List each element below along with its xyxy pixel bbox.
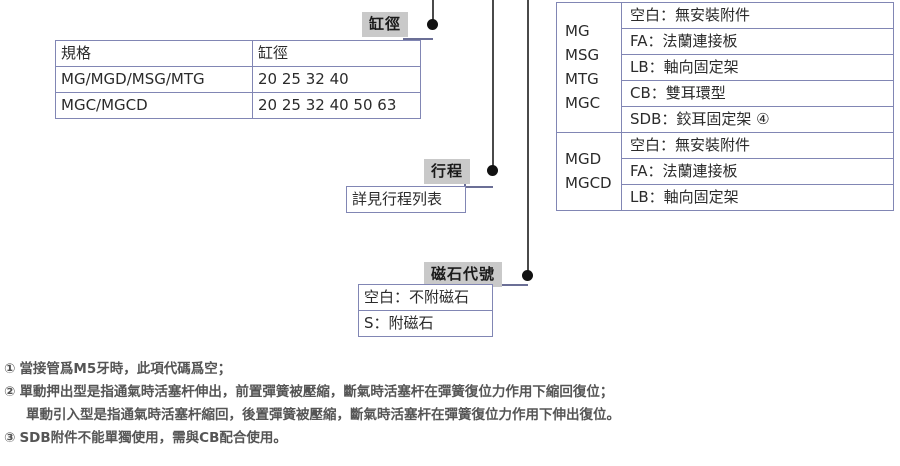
connector-line-magnet: [527, 20, 529, 275]
callout-badge-stroke: 行程: [424, 159, 471, 184]
connector-elbow-stroke: [464, 186, 493, 188]
connector-dot-stroke: [487, 165, 498, 176]
accessory-option: 空白：無安裝附件: [621, 132, 894, 159]
table-row: MG/MGD/MSG/MTG 20 25 32 40: [55, 66, 421, 93]
magnet-code-table: 空白：不附磁石 S：附磁石: [358, 284, 493, 337]
table-row: MGD MGCD 空白：無安裝附件: [556, 132, 894, 211]
connector-drop-stroke: [464, 182, 466, 187]
bore-cell-model-2: MGC/MGCD: [55, 92, 253, 119]
accessory-option: LB：軸向固定架: [621, 54, 894, 81]
accessory-option-table: MG MSG MTG MGC 空白：無安裝附件 FA：法蘭連接板 LB：軸向固定…: [556, 2, 894, 211]
connector-line-bore: [432, 0, 434, 20]
footnote-text: SDB附件不能單獨使用，需與CB配合使用。: [19, 430, 287, 446]
accessory-option: 空白：無安裝附件: [621, 2, 894, 29]
connector-dot-bore: [427, 19, 438, 30]
accessory-option: SDB：鉸耳固定架 ④: [621, 106, 894, 133]
connector-dot-magnet: [522, 270, 533, 281]
accessory-group-models-2: MGD MGCD: [556, 132, 622, 211]
accessory-option: CB：雙耳環型: [621, 80, 894, 107]
magnet-cell-blank: 空白：不附磁石: [358, 284, 493, 311]
accessory-option: FA：法蘭連接板: [621, 158, 894, 185]
connector-elbow-bore: [403, 38, 433, 40]
connector-line-stroke: [492, 20, 494, 170]
table-row: 空白：不附磁石: [358, 284, 493, 311]
table-row: 詳見行程列表: [346, 186, 466, 213]
callout-badge-magnet: 磁石代號: [424, 262, 503, 287]
table-row: LB：軸向固定架: [557, 184, 894, 211]
table-row: SDB：鉸耳固定架 ④: [557, 106, 894, 133]
table-row: CB：雙耳環型: [557, 80, 894, 107]
footnote-marker: ③: [4, 430, 16, 446]
model-name: MSG: [565, 46, 600, 64]
table-row: FA：法蘭連接板: [557, 158, 894, 185]
table-row: 規格 缸徑: [55, 40, 421, 67]
magnet-cell-s: S：附磁石: [358, 310, 493, 337]
accessory-group-models-1: MG MSG MTG MGC: [556, 2, 622, 133]
model-name: MGD: [565, 150, 602, 168]
footnote-text: 單動引入型是指通氣時活塞杆縮回，後置彈簧被壓縮，斷氣時活塞杆在彈簧復位力作用下伸…: [26, 407, 620, 423]
accessory-option: LB：軸向固定架: [621, 184, 894, 211]
stroke-table: 詳見行程列表: [346, 186, 466, 213]
table-row: MG MSG MTG MGC 空白：無安裝附件: [556, 2, 894, 133]
model-name: MG: [565, 22, 590, 40]
bore-header-bore: 缸徑: [252, 40, 421, 67]
footnote-text: 當接管爲M5牙時，此項代碼爲空；: [19, 361, 232, 377]
bore-header-spec: 規格: [55, 40, 253, 67]
bore-cell-sizes-2: 20 25 32 40 50 63: [252, 92, 421, 119]
table-row: S：附磁石: [358, 310, 493, 337]
model-name: MGC: [565, 94, 601, 112]
connector-line-accessory-b: [527, 0, 529, 20]
bore-cell-sizes-1: 20 25 32 40: [252, 66, 421, 93]
table-row: MGC/MGCD 20 25 32 40 50 63: [55, 92, 421, 119]
accessory-option: FA：法蘭連接板: [621, 28, 894, 55]
bore-cell-model-1: MG/MGD/MSG/MTG: [55, 66, 253, 93]
model-name: MGCD: [565, 174, 612, 192]
footnote-text: 單動押出型是指通氣時活塞杆伸出，前置彈簧被壓縮，斷氣時活塞杆在彈簧復位力作用下縮…: [19, 384, 614, 400]
connector-elbow-magnet: [491, 284, 528, 286]
table-row: LB：軸向固定架: [557, 54, 894, 81]
model-name: MTG: [565, 70, 599, 88]
bore-spec-table: 規格 缸徑 MG/MGD/MSG/MTG 20 25 32 40 MGC/MGC…: [55, 40, 421, 119]
callout-badge-bore: 缸徑: [362, 12, 409, 37]
footnote-marker: ①: [4, 361, 16, 377]
footnote-marker: ②: [4, 384, 16, 400]
stroke-cell-note: 詳見行程列表: [346, 186, 466, 213]
connector-line-accessory-a: [492, 0, 494, 20]
footnote-item-continuation: 單動引入型是指通氣時活塞杆縮回，後置彈簧被壓縮，斷氣時活塞杆在彈簧復位力作用下伸…: [4, 404, 898, 427]
